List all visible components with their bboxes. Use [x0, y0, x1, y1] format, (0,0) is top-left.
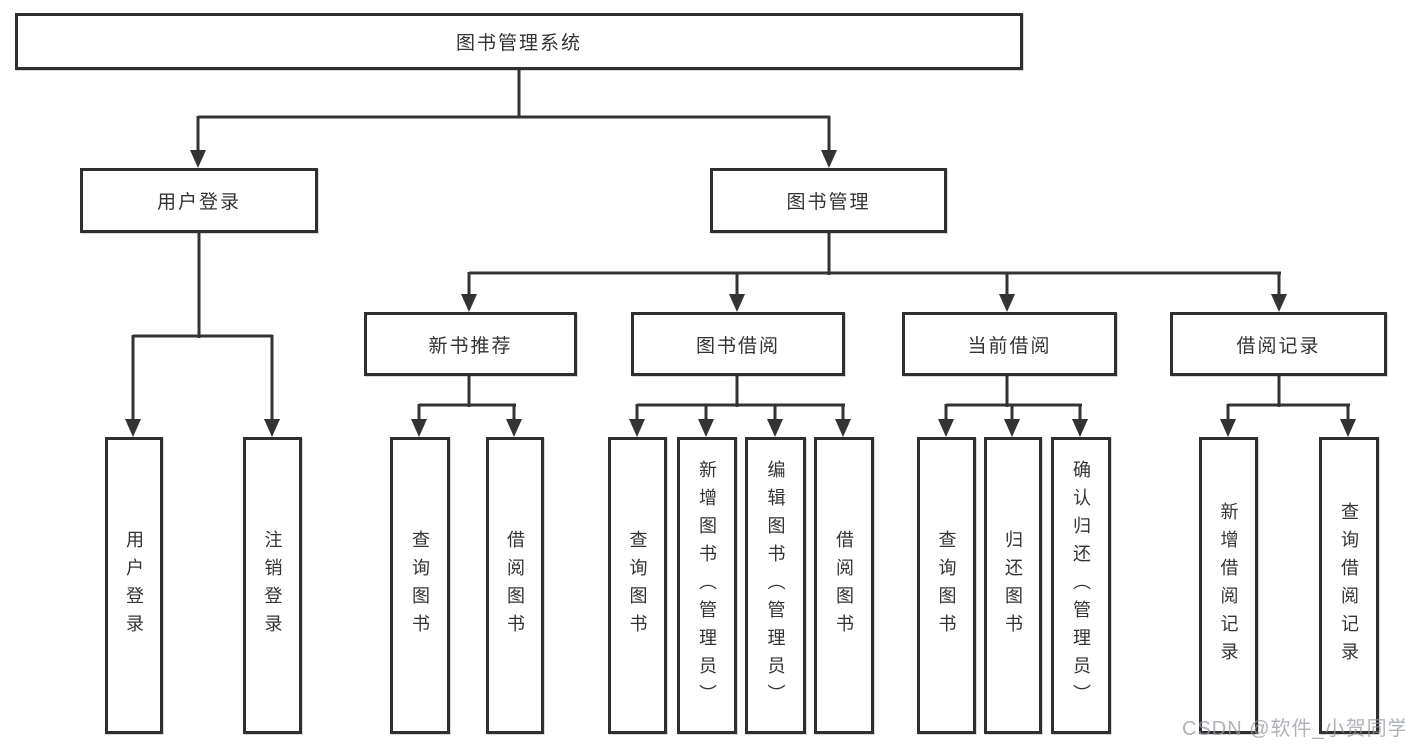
node-label: 用户登录	[156, 192, 241, 213]
node-label: 图书管理	[786, 192, 871, 213]
node-current-borrow: 当前借阅	[902, 312, 1117, 376]
leaf-label: 查询借阅记录	[1339, 501, 1359, 670]
node-root-library-system: 图书管理系统	[15, 13, 1023, 70]
leaf-user-login: 用户登录	[105, 437, 163, 734]
leaf-label: 确认归还（管理员）	[1071, 459, 1091, 712]
leaf-confirm-return-admin: 确认归还（管理员）	[1051, 437, 1111, 734]
node-label: 借阅记录	[1236, 335, 1321, 357]
leaf-label: 新增图书（管理员）	[697, 459, 717, 712]
leaf-label: 注销登录	[262, 529, 283, 642]
leaf-return-books: 归还图书	[984, 437, 1042, 734]
node-label: 当前借阅	[967, 335, 1052, 357]
leaf-add-borrow-record: 新增借阅记录	[1199, 437, 1258, 734]
leaf-label: 归还图书	[1003, 529, 1023, 642]
leaf-edit-books-admin: 编辑图书（管理员）	[745, 437, 806, 734]
arrowhead-icons	[125, 150, 1356, 437]
leaf-query-borrow-record: 查询借阅记录	[1319, 437, 1379, 734]
csdn-watermark: CSDN @软件_小贺同学	[1182, 718, 1405, 740]
leaf-add-books-admin: 新增图书（管理员）	[677, 437, 737, 734]
node-label: 新书推荐	[428, 335, 513, 357]
leaf-label: 编辑图书（管理员）	[765, 459, 786, 712]
leaf-label: 查询图书	[627, 529, 648, 642]
leaf-label: 用户登录	[124, 529, 144, 642]
node-user-login-group: 用户登录	[80, 168, 318, 233]
leaf-query-books-borrow: 查询图书	[608, 437, 667, 734]
node-new-book-recommend: 新书推荐	[364, 312, 577, 376]
leaf-query-books-current: 查询图书	[917, 437, 976, 734]
node-borrow-records: 借阅记录	[1170, 312, 1387, 376]
node-label: 图书管理系统	[455, 33, 582, 54]
node-book-borrow: 图书借阅	[631, 312, 845, 376]
node-label: 图书借阅	[695, 335, 780, 357]
leaf-label: 查询图书	[936, 529, 957, 642]
leaf-label: 新增借阅记录	[1218, 501, 1239, 670]
leaf-label: 借阅图书	[834, 529, 854, 642]
leaf-logout: 注销登录	[243, 437, 302, 734]
leaf-label: 查询图书	[410, 529, 430, 642]
node-book-management: 图书管理	[710, 168, 947, 233]
leaf-borrow-books: 借阅图书	[814, 437, 874, 734]
leaf-borrow-books-recommend: 借阅图书	[486, 437, 544, 734]
leaf-label: 借阅图书	[505, 529, 525, 642]
leaf-query-books-recommend: 查询图书	[390, 437, 450, 734]
